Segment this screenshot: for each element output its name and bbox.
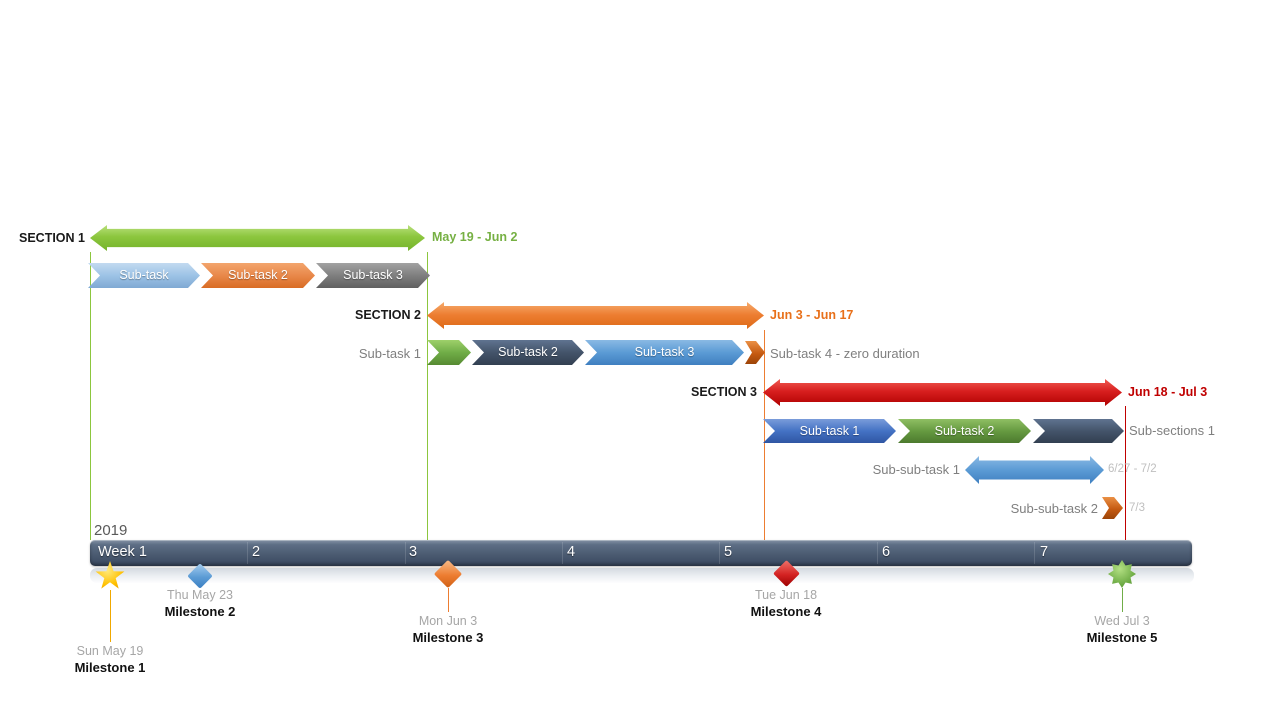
- week-separator: [877, 542, 878, 564]
- week-label-2: 2: [252, 544, 261, 560]
- milestone-5-marker[interactable]: [1108, 560, 1136, 588]
- guide-line-section2-end: [764, 330, 765, 540]
- s2-subtask-1-bar[interactable]: [427, 340, 471, 365]
- milestone-4-label: Milestone 4: [750, 604, 822, 619]
- guide-line-section3-end: [1125, 406, 1126, 540]
- week-separator: [405, 542, 406, 564]
- s2-subtask-3-bar[interactable]: Sub-task 3: [585, 340, 744, 365]
- section-2-bar[interactable]: [427, 302, 764, 329]
- s3-subsections-1-bar[interactable]: [1033, 419, 1124, 443]
- week-label-6: 6: [882, 544, 891, 560]
- s2-subtask-4-label: Sub-task 4 - zero duration: [770, 346, 920, 361]
- s2-subtask-1-label: Sub-task 1: [358, 346, 421, 361]
- week-label-4: 4: [567, 544, 576, 560]
- week-label-7: 7: [1040, 544, 1049, 560]
- section-1-bar[interactable]: [90, 225, 425, 251]
- s3-subtask-1-bar[interactable]: Sub-task 1: [763, 419, 896, 443]
- section-2-label: SECTION 2: [355, 308, 421, 322]
- milestone-4-date: Tue Jun 18: [754, 588, 818, 602]
- sub-sub-task-1-bar[interactable]: [965, 456, 1104, 484]
- sub-sub-task-2-bar[interactable]: [1102, 497, 1123, 519]
- week-separator: [562, 542, 563, 564]
- section-3-bar[interactable]: [763, 379, 1122, 406]
- milestone-2-label: Milestone 2: [164, 604, 236, 619]
- week-label-5: 5: [724, 544, 733, 560]
- week-label-3: 3: [409, 544, 418, 560]
- section-1-dates: May 19 - Jun 2: [432, 230, 518, 244]
- section-2-dates: Jun 3 - Jun 17: [770, 308, 854, 322]
- guide-line-section1-end: [427, 252, 428, 540]
- s3-subsections-1-label: Sub-sections 1: [1129, 423, 1215, 438]
- sub-sub-task-1-dates: 6/27 - 7/2: [1108, 463, 1157, 475]
- sub-sub-task-2-dates: 7/3: [1129, 502, 1145, 514]
- milestone-1-line: [110, 590, 111, 642]
- section-1-label: SECTION 1: [19, 231, 85, 245]
- section-3-label: SECTION 3: [691, 385, 757, 399]
- sub-sub-task-2-label: Sub-sub-task 2: [1010, 501, 1098, 516]
- section-3-dates: Jun 18 - Jul 3: [1128, 385, 1208, 399]
- milestone-3-label: Milestone 3: [412, 630, 484, 645]
- milestone-3-date: Mon Jun 3: [418, 614, 478, 628]
- milestone-5-line: [1122, 588, 1123, 612]
- milestone-1-label: Milestone 1: [74, 660, 146, 675]
- s1-subtask-2-bar[interactable]: Sub-task 2: [201, 263, 315, 288]
- milestone-5-date: Wed Jul 3: [1094, 614, 1150, 628]
- year-label: 2019: [94, 522, 128, 539]
- s1-subtask-1-bar[interactable]: Sub-task: [88, 263, 200, 288]
- week-separator: [719, 542, 720, 564]
- s1-subtask-3-bar[interactable]: Sub-task 3: [316, 263, 430, 288]
- milestone-2-date: Thu May 23: [166, 588, 233, 602]
- week-separator: [247, 542, 248, 564]
- s2-subtask-2-bar[interactable]: Sub-task 2: [472, 340, 584, 365]
- timeline-band-shadow: [90, 568, 1194, 583]
- sub-sub-task-1-label: Sub-sub-task 1: [872, 462, 960, 477]
- week-label-1: Week 1: [98, 544, 147, 560]
- guide-line-section1-start: [90, 252, 91, 540]
- milestone-3-line: [448, 588, 449, 612]
- timeline-week-band[interactable]: Week 1 2 3 4 5 6 7: [90, 540, 1192, 566]
- milestone-1-date: Sun May 19: [76, 644, 144, 658]
- week-separator: [1034, 542, 1035, 564]
- s2-subtask-4-bar[interactable]: [745, 341, 765, 364]
- milestone-5-label: Milestone 5: [1086, 630, 1158, 645]
- s3-subtask-2-bar[interactable]: Sub-task 2: [898, 419, 1031, 443]
